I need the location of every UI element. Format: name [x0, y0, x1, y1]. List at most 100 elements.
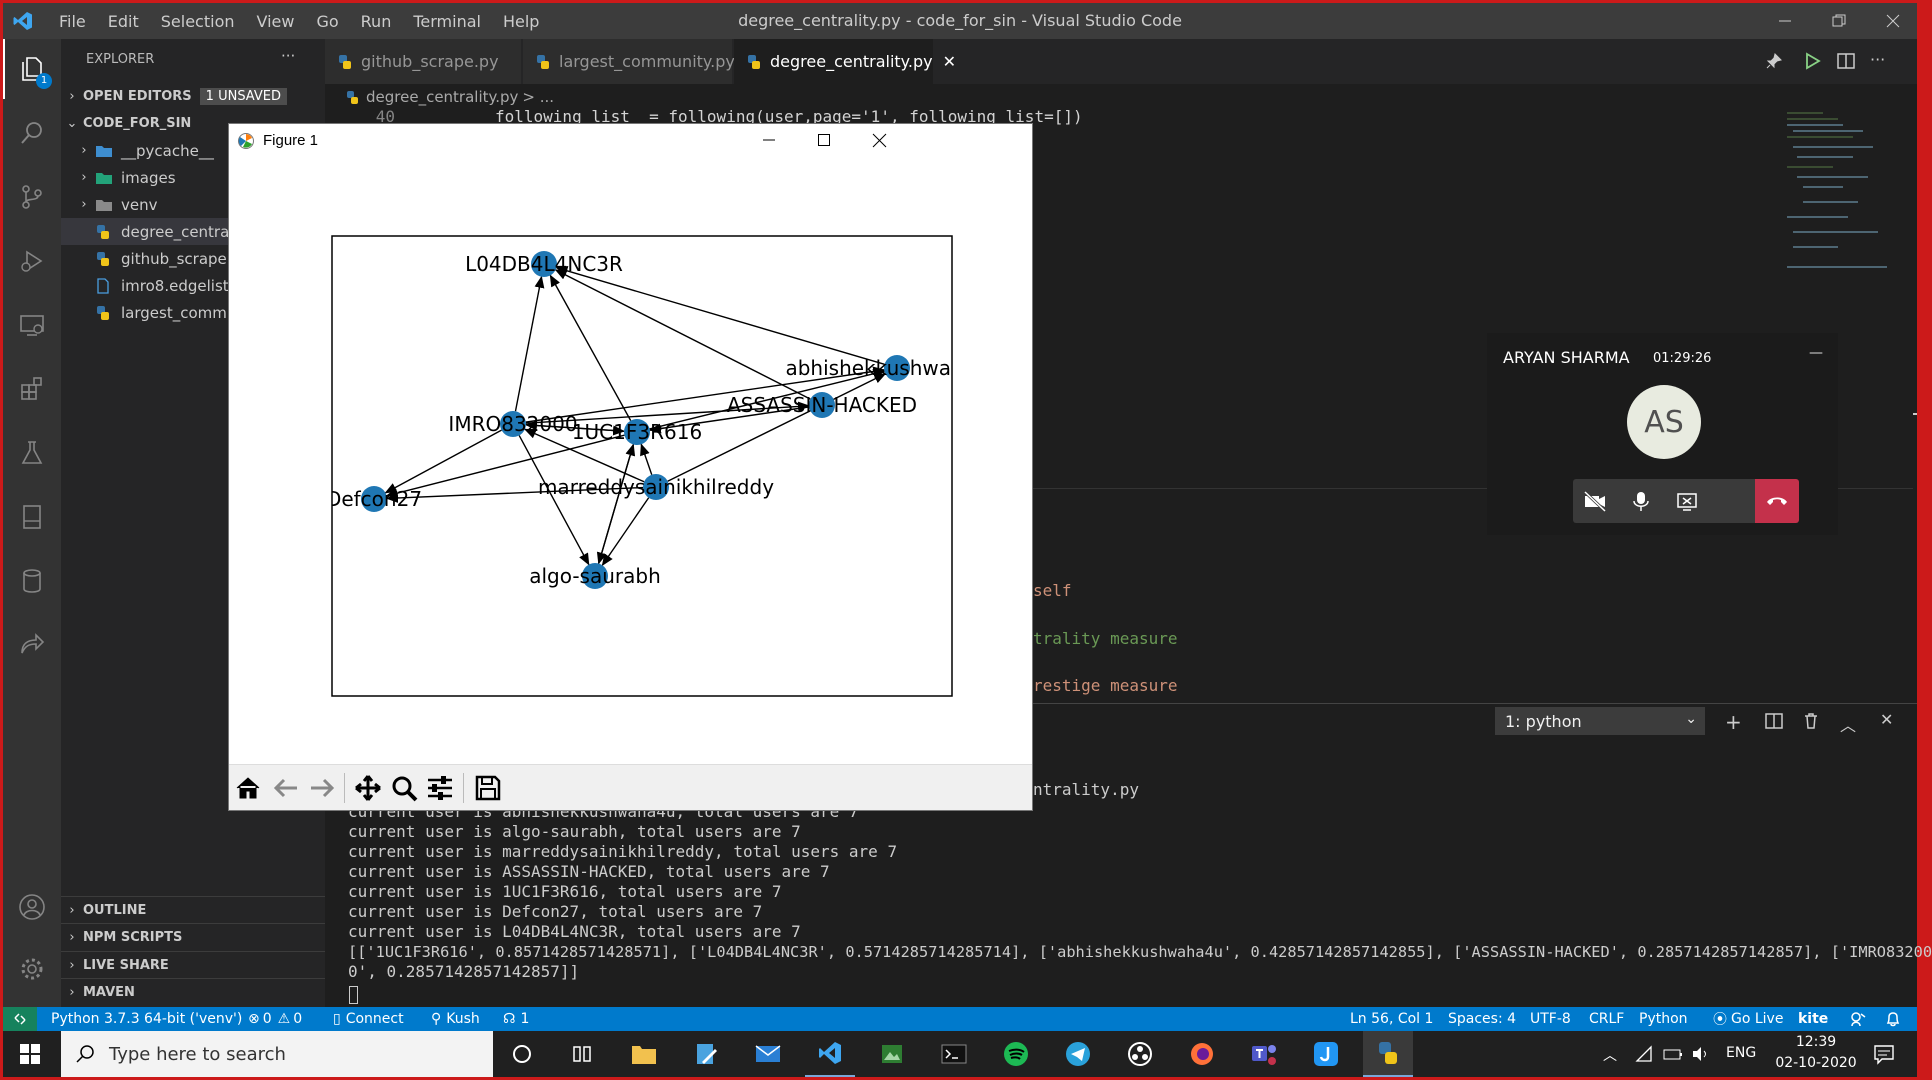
menu-edit[interactable]: Edit	[107, 11, 139, 31]
trash-icon[interactable]	[1803, 712, 1819, 730]
minimize-call-icon[interactable]: —	[1809, 345, 1823, 361]
share-screen-icon[interactable]	[1675, 489, 1699, 513]
figure-maximize-button[interactable]	[799, 124, 849, 156]
file-explorer-icon[interactable]	[619, 1031, 669, 1077]
live-share-count[interactable]: ☊1	[503, 1007, 529, 1031]
problems-indicator[interactable]: ⊗0 ⚠0	[248, 1007, 302, 1031]
close-tab-icon[interactable]: ✕	[942, 52, 956, 71]
npm-scripts-section[interactable]: ›NPM SCRIPTS	[61, 923, 325, 950]
minimap[interactable]	[1783, 107, 1893, 287]
figure-close-button[interactable]	[854, 124, 904, 156]
new-terminal-icon[interactable]: +	[1725, 710, 1742, 734]
open-editors-section[interactable]: › OPEN EDITORS 1 UNSAVED	[61, 83, 325, 110]
image-app-icon[interactable]	[867, 1031, 917, 1077]
more-actions-icon[interactable]: ···	[1870, 50, 1886, 69]
spotify-icon[interactable]	[991, 1031, 1041, 1077]
figure-minimize-button[interactable]	[744, 124, 794, 156]
mail-icon[interactable]	[743, 1031, 793, 1077]
encoding[interactable]: UTF-8	[1530, 1011, 1571, 1027]
search-icon[interactable]	[3, 103, 61, 163]
forward-arrow-icon[interactable]	[305, 771, 339, 805]
accounts-icon[interactable]	[3, 877, 61, 937]
tab-largest-community[interactable]: largest_community.py	[523, 39, 735, 84]
go-live-button[interactable]: ⦿Go Live	[1713, 1007, 1783, 1031]
run-file-icon[interactable]	[1803, 52, 1821, 70]
j-app-icon[interactable]	[1301, 1031, 1351, 1077]
source-control-icon[interactable]	[3, 167, 61, 227]
volume-icon[interactable]	[1691, 1045, 1711, 1063]
restore-button[interactable]	[1809, 3, 1869, 39]
split-editor-icon[interactable]	[1837, 52, 1855, 70]
taskbar-search-box[interactable]: Type here to search	[61, 1031, 493, 1077]
menu-help[interactable]: Help	[502, 11, 540, 31]
settings-gear-icon[interactable]	[3, 939, 61, 999]
cortana-icon[interactable]	[497, 1031, 547, 1077]
live-share-section[interactable]: ›LIVE SHARE	[61, 951, 325, 978]
end-call-button[interactable]	[1755, 479, 1799, 523]
notifications-bell-icon[interactable]	[1885, 1007, 1901, 1031]
tree-item-venv[interactable]: › venv	[61, 191, 325, 218]
menu-selection[interactable]: Selection	[160, 11, 235, 31]
menu-go[interactable]: Go	[316, 11, 339, 31]
microphone-icon[interactable]	[1629, 489, 1653, 513]
tree-item-github-scrape[interactable]: github_scrape.py	[61, 245, 325, 272]
pin-icon[interactable]	[1765, 52, 1783, 70]
breadcrumb-file[interactable]: degree_centrality.py	[366, 88, 519, 106]
clock-date[interactable]: 02-10-2020	[1775, 1055, 1857, 1071]
tab-degree-centrality[interactable]: degree_centrality.py ✕	[734, 39, 956, 84]
menu-terminal[interactable]: Terminal	[413, 11, 481, 31]
pan-move-icon[interactable]	[351, 771, 385, 805]
remote-explorer-icon[interactable]	[3, 295, 61, 355]
camera-off-icon[interactable]	[1583, 489, 1607, 513]
split-terminal-icon[interactable]	[1765, 713, 1783, 729]
terminal-app-icon[interactable]	[929, 1031, 979, 1077]
show-hidden-icons[interactable]: ︿	[1603, 1048, 1617, 1064]
maven-section[interactable]: ›MAVEN	[61, 978, 325, 1005]
save-floppy-icon[interactable]	[471, 771, 505, 805]
kite-indicator[interactable]: kite	[1798, 1011, 1829, 1027]
teams-call-widget[interactable]: ARYAN SHARMA 01:29:26 — AS	[1487, 333, 1838, 535]
testing-flask-icon[interactable]	[3, 423, 61, 483]
code-line[interactable]: following_list = following(user,page='1'…	[495, 107, 1083, 126]
extensions-icon[interactable]	[3, 359, 61, 419]
menu-file[interactable]: File	[59, 11, 86, 31]
indentation[interactable]: Spaces: 4	[1448, 1011, 1517, 1027]
menu-view[interactable]: View	[256, 11, 295, 31]
clock-time[interactable]: 12:39	[1795, 1034, 1837, 1050]
explorer-more-button[interactable]: ···	[281, 47, 296, 65]
terminal-selector[interactable]: 1: python ⌄	[1495, 707, 1705, 735]
maximize-panel-icon[interactable]: ︿	[1840, 716, 1857, 735]
tree-item-images[interactable]: › images	[61, 164, 325, 191]
close-window-button[interactable]	[1863, 3, 1923, 39]
end-of-line[interactable]: CRLF	[1589, 1011, 1625, 1027]
outline-section[interactable]: ›OUTLINE	[61, 896, 325, 923]
firefox-icon[interactable]	[1177, 1031, 1227, 1077]
run-debug-icon[interactable]	[3, 231, 61, 291]
cursor-position[interactable]: Ln 56, Col 1	[1350, 1011, 1434, 1027]
python-taskbar-icon[interactable]	[1363, 1031, 1413, 1077]
vscode-taskbar-icon[interactable]	[805, 1031, 855, 1077]
feedback-icon[interactable]	[1850, 1007, 1866, 1031]
task-view-icon[interactable]	[557, 1031, 607, 1077]
teams-icon[interactable]	[1239, 1031, 1289, 1077]
live-share-user[interactable]: ⚲Kush	[431, 1007, 480, 1031]
telegram-icon[interactable]	[1053, 1031, 1103, 1077]
language-mode[interactable]: Python	[1639, 1011, 1688, 1027]
tree-item-pycache[interactable]: › __pycache__	[61, 137, 325, 164]
remote-indicator-icon[interactable]	[3, 1007, 37, 1031]
close-panel-icon[interactable]: ✕	[1880, 710, 1894, 729]
folder-section[interactable]: ⌄ CODE_FOR_SIN	[61, 110, 325, 137]
notepad-icon[interactable]	[681, 1031, 731, 1077]
live-share-icon[interactable]	[3, 615, 61, 675]
configure-subplots-icon[interactable]	[423, 771, 457, 805]
database-icon[interactable]	[3, 551, 61, 611]
windows-start-icon[interactable]	[5, 1031, 55, 1077]
home-icon[interactable]	[231, 771, 265, 805]
explorer-icon[interactable]: 1	[3, 39, 61, 99]
network-icon[interactable]	[1635, 1045, 1653, 1063]
zoom-magnifier-icon[interactable]	[387, 771, 421, 805]
minimize-button[interactable]	[1755, 3, 1815, 39]
battery-icon[interactable]	[1663, 1045, 1683, 1063]
menu-run[interactable]: Run	[360, 11, 392, 31]
